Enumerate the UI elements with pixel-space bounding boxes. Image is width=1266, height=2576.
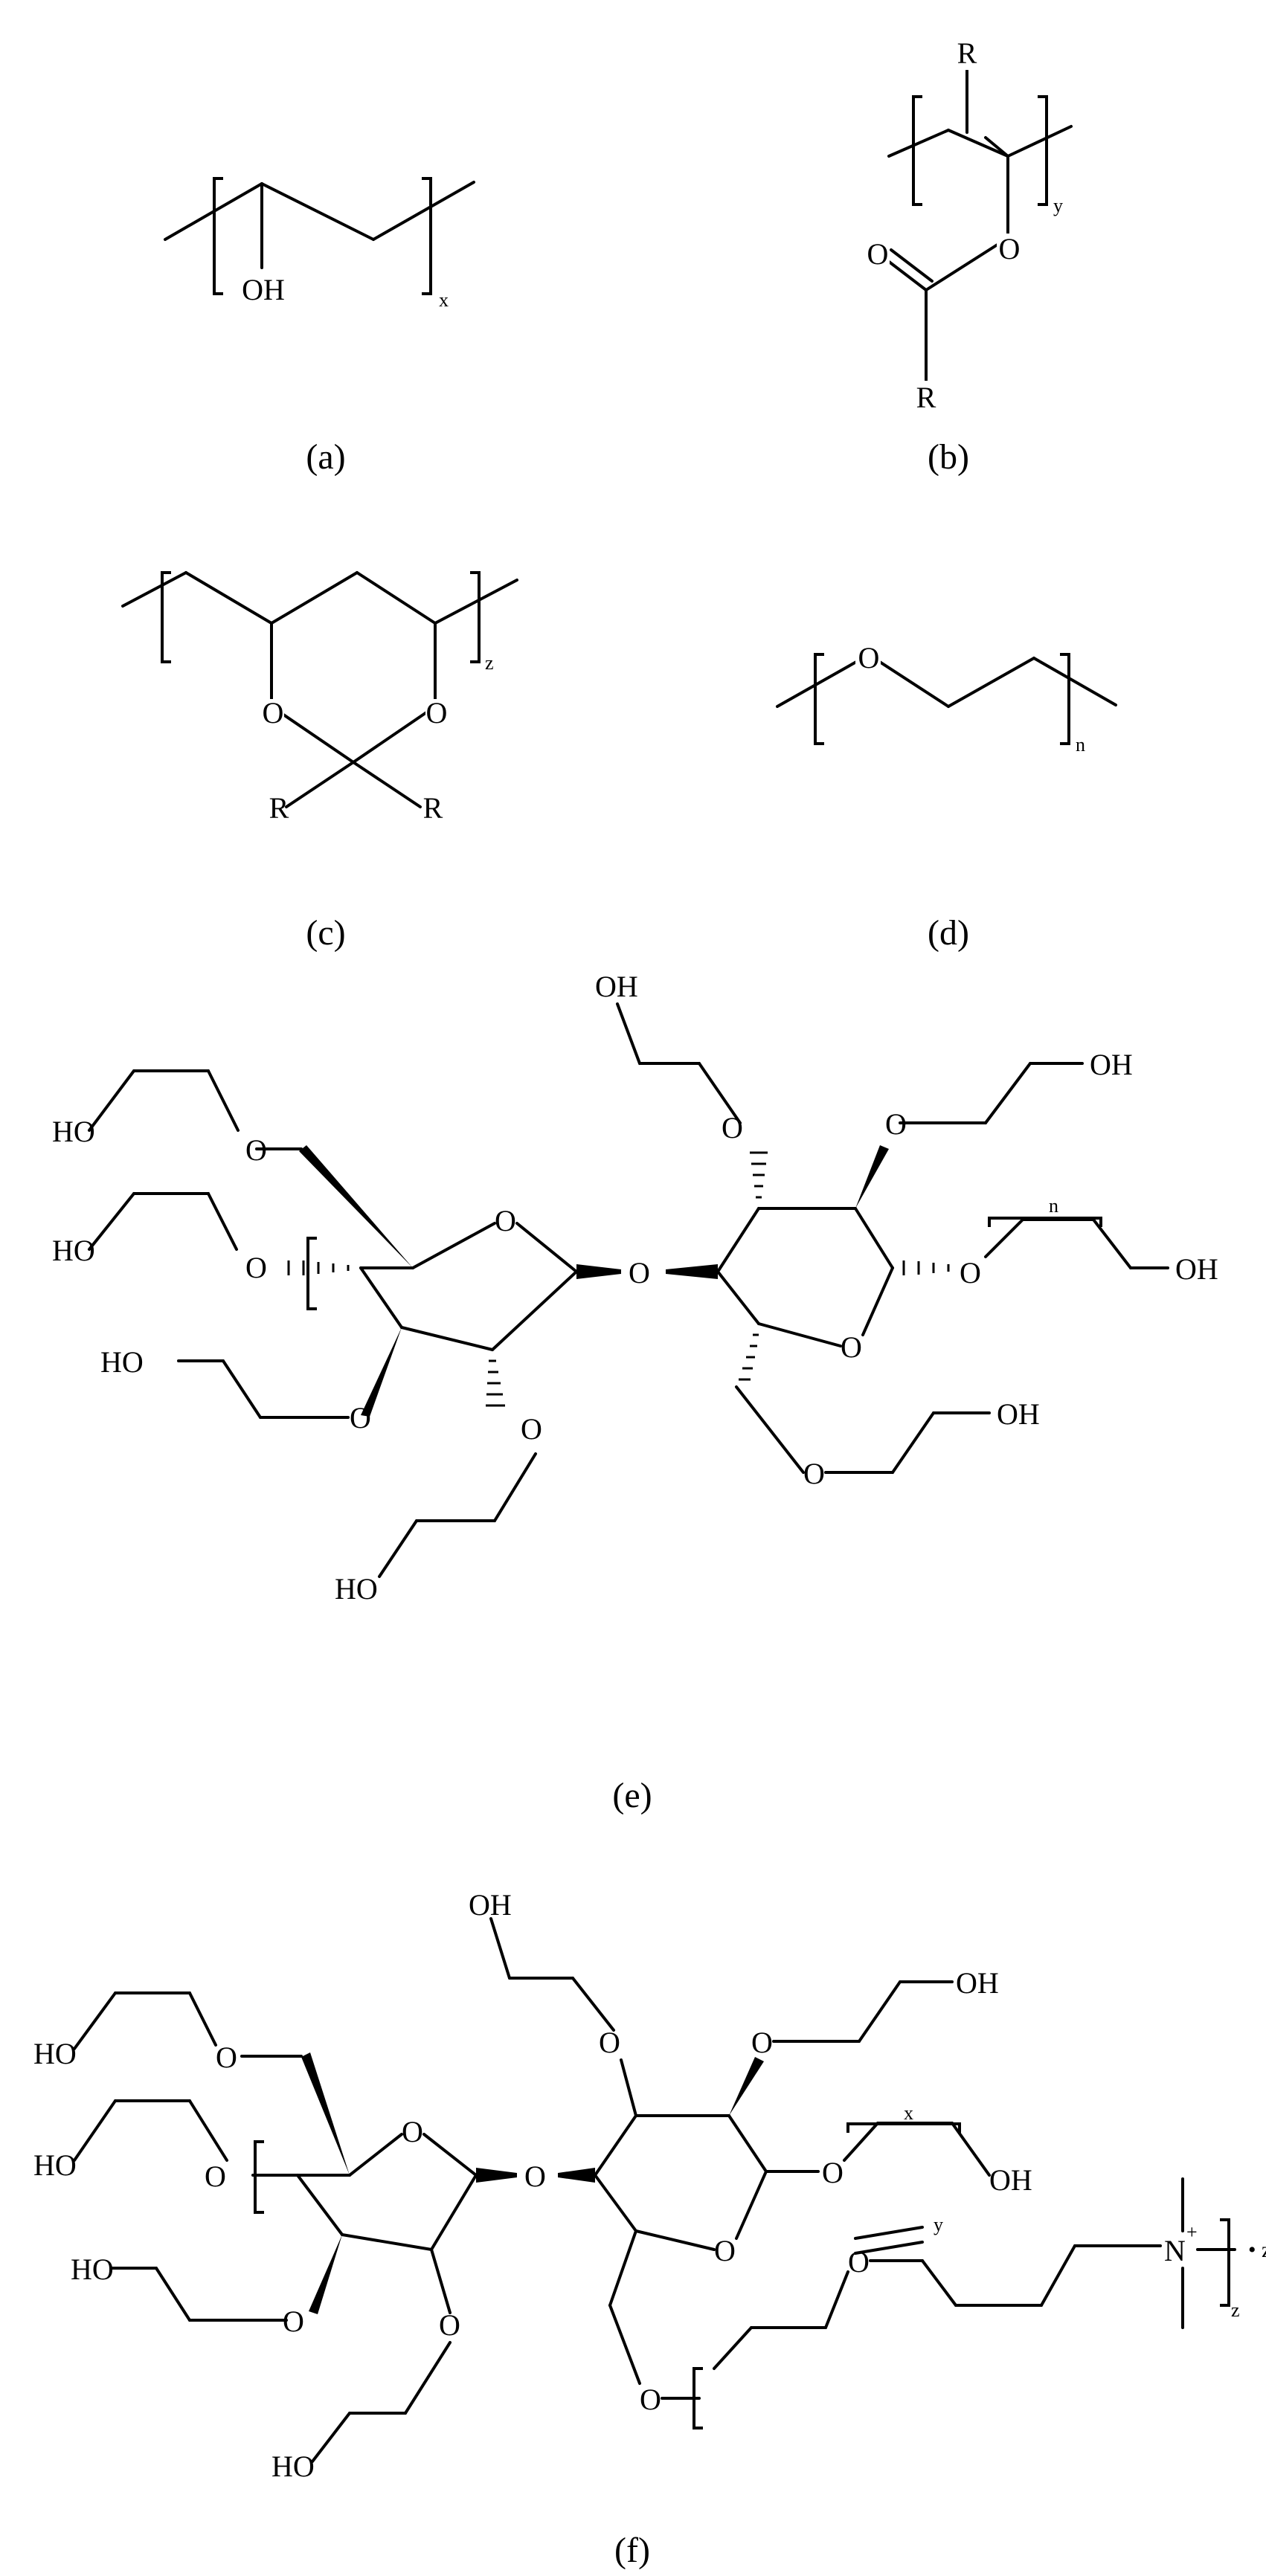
atom-o: O	[803, 1457, 825, 1490]
atom-ho-4: HO	[335, 1572, 378, 1606]
atom-o-ring-2: O	[841, 1330, 862, 1364]
atom-o: O	[722, 1111, 743, 1144]
atom-oh-1: OH	[595, 970, 638, 1003]
atom-oh-4: OH	[997, 1397, 1040, 1431]
atom-o: O	[245, 1133, 267, 1167]
atom-o-glycosidic: O	[629, 1256, 650, 1289]
atom-r-bottom: R	[916, 381, 936, 414]
subscript-x: x	[439, 289, 449, 311]
structure-e-hec: HO O HO O HO O O HO O O OH O O OH O n OH…	[52, 970, 1218, 1815]
atom-o-carbonyl: O	[867, 237, 889, 271]
atom-o: O	[640, 2383, 661, 2416]
label-x: x	[904, 2102, 913, 2124]
atom-o-ester: O	[999, 232, 1021, 265]
atom-oh: OH	[242, 273, 285, 306]
atom-ho-3: HO	[100, 1345, 144, 1379]
hash-bond	[287, 1260, 350, 1275]
atom-ho-4: HO	[271, 2450, 315, 2483]
atom-o-ring: O	[402, 2115, 423, 2148]
atom-oh-2: OH	[1090, 1048, 1133, 1081]
atom-ho-2: HO	[52, 1234, 95, 1267]
caption-c: (c)	[306, 913, 345, 953]
subscript-z: z	[485, 652, 494, 674]
atom-ho-1: HO	[52, 1115, 95, 1148]
atom-r-right: R	[423, 791, 443, 825]
caption-f: (f)	[614, 2531, 650, 2570]
atom-o: O	[751, 2026, 773, 2059]
label-y: y	[934, 2214, 943, 2235]
atom-ho-1: HO	[33, 2037, 77, 2070]
atom-o: O	[599, 2026, 620, 2059]
atom-ho-3: HO	[71, 2253, 114, 2286]
atom-o: O	[858, 641, 880, 674]
atom-o: O	[350, 1401, 371, 1434]
atom-oh-3: OH	[989, 2163, 1032, 2197]
atom-o: O	[216, 2041, 237, 2074]
caption-e: (e)	[612, 1776, 652, 1815]
caption-a: (a)	[306, 437, 345, 477]
structure-f-cationic-hec: HO O HO O HO O O HO O O OH O O OH O x OH…	[33, 1888, 1266, 2570]
atom-oh-1: OH	[469, 1888, 512, 1922]
subscript-y: y	[1053, 195, 1063, 216]
structure-a-pva: OH x (a)	[164, 177, 475, 477]
atom-o: O	[439, 2308, 460, 2342]
atom-o: O	[960, 1256, 981, 1289]
atom-oh-2: OH	[956, 1966, 999, 2000]
hash-bond-2	[486, 1359, 505, 1407]
hash-bond-3	[750, 1151, 768, 1199]
label-z: z	[1231, 2299, 1240, 2321]
structure-c-acetal: O O R R z (c)	[121, 571, 518, 953]
label-n: n	[1049, 1195, 1058, 1217]
atom-o: O	[885, 1107, 907, 1141]
hash-bond-5	[739, 1333, 759, 1381]
hash-bond-4	[902, 1260, 950, 1275]
structure-b-polyvinyl-ester: R O O R y (b)	[864, 36, 1073, 477]
atom-o: O	[205, 2160, 226, 2193]
atom-o: O	[822, 2156, 844, 2189]
atom-r-left: R	[269, 791, 289, 825]
caption-b: (b)	[928, 437, 969, 477]
atom-oh-3: OH	[1175, 1252, 1218, 1286]
atom-o-right: O	[426, 696, 448, 730]
atom-o: O	[848, 2245, 870, 2279]
atom-o: O	[521, 1412, 542, 1446]
structure-d-peg: O n (d)	[776, 641, 1117, 953]
subscript-n: n	[1076, 734, 1085, 756]
caption-d: (d)	[928, 913, 969, 953]
counterion: • zCl⁻	[1248, 2238, 1266, 2262]
atom-o: O	[283, 2305, 304, 2338]
atom-o-left: O	[263, 696, 284, 730]
atom-o-ring: O	[495, 1204, 516, 1237]
atom-n-charge: +	[1186, 2221, 1198, 2243]
atom-r-top: R	[957, 36, 977, 70]
atom-o-glycosidic: O	[524, 2160, 546, 2193]
atom-ho-2: HO	[33, 2148, 77, 2182]
atom-o-bracket: O	[245, 1251, 267, 1284]
atom-o-ring-2: O	[714, 2234, 736, 2267]
atom-n: N	[1164, 2234, 1186, 2267]
